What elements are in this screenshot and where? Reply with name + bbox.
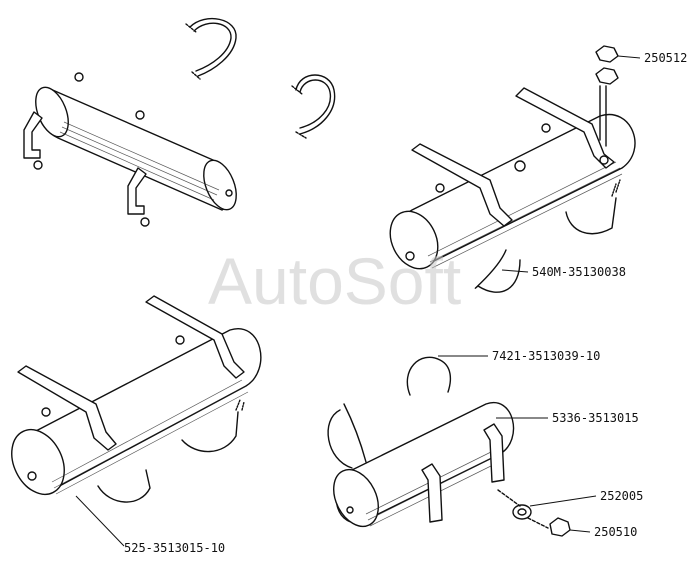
callout-nut-top: 250512 (644, 51, 687, 65)
watermark: AutoSoft (208, 244, 461, 318)
u-bolt-top-b (291, 74, 336, 139)
callout-nut-lower: 250510 (594, 525, 637, 539)
receiver-top-left (23, 72, 237, 227)
receiver-left (11, 295, 262, 503)
receiver-lower-right (327, 356, 571, 537)
callout-receiver-left: 525-3513015-10 (124, 541, 225, 555)
u-bolt-top-a (185, 18, 237, 80)
leader-lines (75, 55, 641, 547)
callout-tube-lower: 7421-3513039-10 (492, 349, 600, 363)
callout-washer: 252005 (600, 489, 643, 503)
callout-clamp-mid: 540M-35130038 (532, 265, 626, 279)
callout-receiver-lower: 5336-3513015 (552, 411, 639, 425)
receiver-right (389, 45, 636, 293)
